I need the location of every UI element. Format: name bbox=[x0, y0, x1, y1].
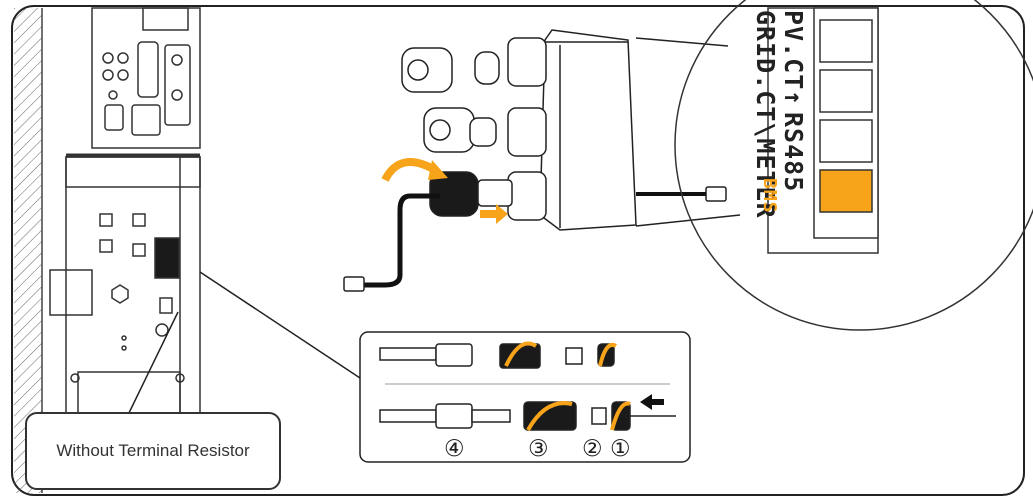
rotate-arrow-icon bbox=[381, 158, 437, 182]
step-number-3: ③ bbox=[528, 436, 549, 462]
rotate-arrow-detail-3 bbox=[526, 401, 573, 431]
step-number-2: ② bbox=[582, 436, 603, 462]
callout-label-text: Without Terminal Resistor bbox=[56, 441, 250, 460]
port-label-bms: BMS bbox=[759, 178, 780, 214]
step-number-1: ① bbox=[610, 436, 631, 462]
insert-arrow-icon bbox=[640, 394, 664, 410]
outer-frame bbox=[11, 5, 1025, 496]
zoom-callout-line bbox=[635, 37, 729, 47]
detail-row-bottom bbox=[379, 401, 676, 431]
zoom-circle bbox=[674, 0, 1033, 331]
port-label-arrow: ↑ bbox=[779, 90, 808, 107]
rotate-arrow-detail-4 bbox=[610, 401, 631, 431]
cable-gland-icon bbox=[401, 47, 513, 217]
port-label-pv-ct: PV.CT bbox=[779, 10, 808, 91]
zoom-callout-line-2 bbox=[635, 214, 741, 227]
ethernet-port-icon bbox=[819, 19, 873, 213]
push-arrow-icon bbox=[480, 204, 508, 224]
callout-line-lower bbox=[127, 311, 179, 416]
rotate-arrow-detail-1 bbox=[504, 341, 538, 367]
rj45-plug-icon bbox=[343, 186, 727, 292]
cable-left bbox=[360, 193, 440, 288]
rotate-arrow-head bbox=[428, 160, 448, 180]
callout-label: Without Terminal Resistor bbox=[25, 412, 281, 490]
junction-box-icon bbox=[507, 29, 637, 231]
rotate-arrow-detail-2 bbox=[598, 343, 618, 367]
callout-line-upper bbox=[199, 271, 361, 379]
step-number-4: ④ bbox=[444, 436, 465, 462]
port-label-rs485: RS485 bbox=[779, 112, 808, 193]
inverter-icon bbox=[49, 7, 201, 418]
